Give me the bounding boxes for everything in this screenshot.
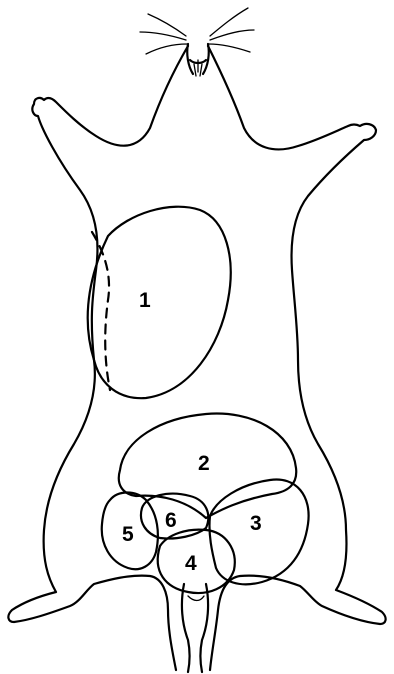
label-region-3: 3 [250, 512, 262, 535]
region-1 [88, 207, 231, 398]
label-region-6: 6 [165, 509, 177, 532]
whiskers [140, 8, 254, 54]
label-region-5: 5 [122, 523, 134, 546]
label-region-4: 4 [185, 552, 197, 575]
label-region-2: 2 [198, 452, 210, 475]
snout [187, 44, 209, 76]
label-region-1: 1 [139, 289, 151, 312]
body-outline-right [208, 46, 386, 670]
tail-base [182, 584, 208, 672]
